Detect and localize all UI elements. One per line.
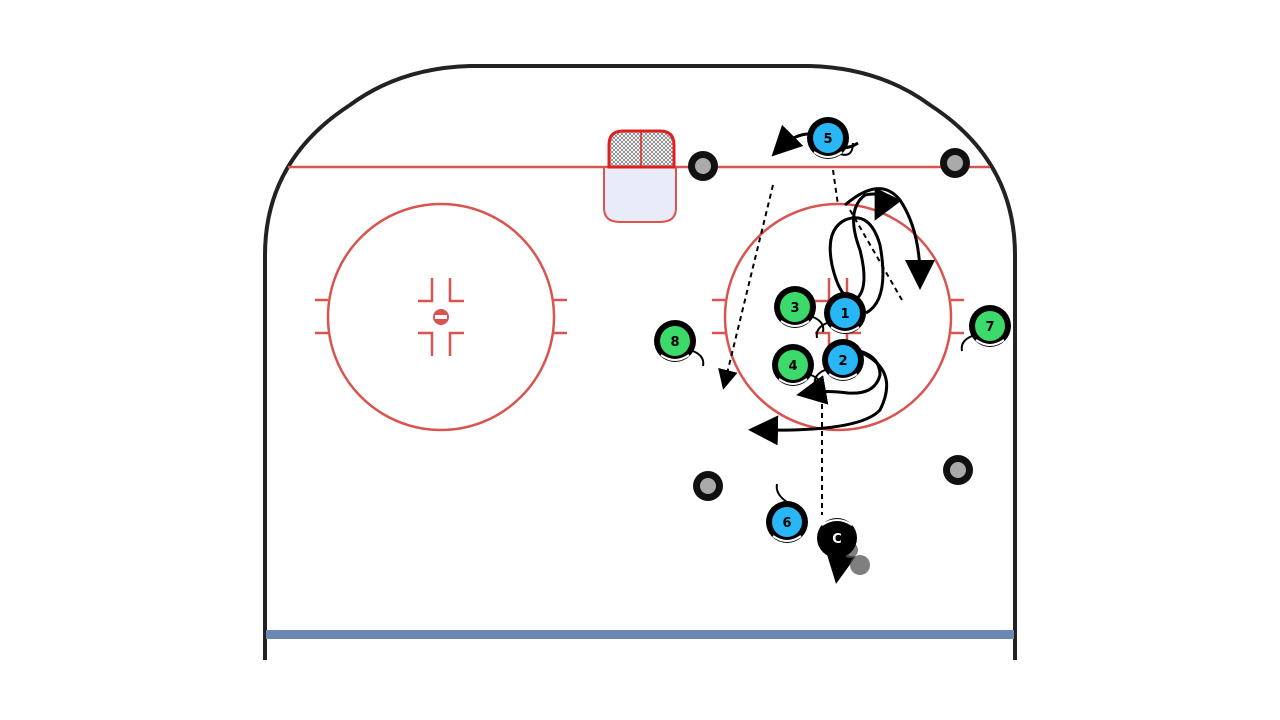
coach-label: C [832,532,842,547]
player-2: 2 [813,339,864,386]
player-label: 6 [782,516,791,531]
player-label: 4 [788,359,797,374]
player-label: 8 [670,335,679,350]
player-label: 2 [838,354,847,369]
pylon-icon [688,151,718,181]
player-label: 7 [985,320,994,335]
player-label: 1 [840,307,849,322]
pylon-icon [940,148,970,178]
pylon-icon [693,471,723,501]
goal-crease [603,166,677,223]
faceoff-dot-icon [433,309,449,325]
left-faceoff-circle [315,202,567,432]
blue-line [266,630,1014,639]
player-8: 8 [654,320,705,367]
goal-net-icon [607,129,676,169]
player-3: 3 [774,286,825,333]
pylon-icon [943,455,973,485]
rink-boards [263,64,1017,660]
player-5: 5 [807,117,854,159]
player-7: 7 [960,305,1011,352]
player-6: 6 [766,483,808,543]
players-layer: 1 2 5 6 3 4 7 8 [654,117,1011,543]
player-4: 4 [772,344,823,391]
player-label: 5 [823,132,832,147]
coach-marker: C [817,518,857,558]
pass-lines [718,169,903,515]
player-label: 3 [790,301,799,316]
player-1: 1 [815,292,866,339]
